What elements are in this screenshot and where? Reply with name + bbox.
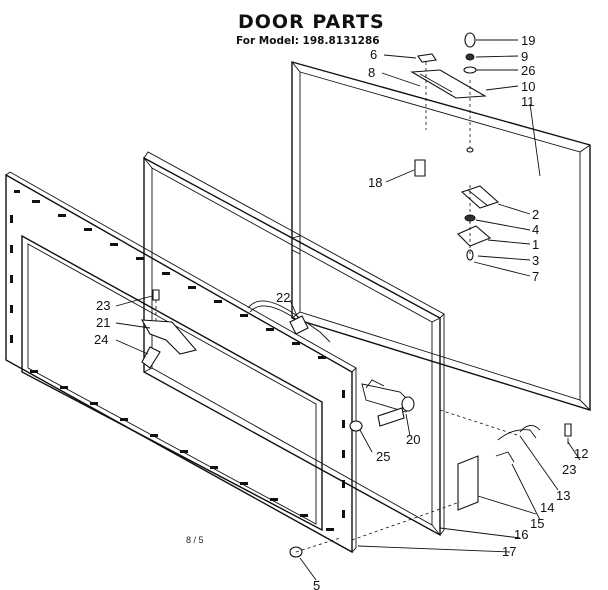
callout-24: 24 — [94, 332, 108, 347]
callout-16: 16 — [514, 527, 528, 542]
latch-lever — [141, 289, 197, 369]
door-outer-panel — [291, 61, 591, 411]
callout-11: 11 — [521, 94, 535, 109]
callout-7: 7 — [532, 269, 539, 284]
door-spring-and-rod — [247, 300, 331, 343]
model-number: For Model: 198.8131286 — [236, 35, 380, 47]
callout-10: 10 — [521, 79, 535, 94]
callout-4: 4 — [532, 222, 539, 237]
callout-13: 13 — [556, 488, 570, 503]
callout-3: 3 — [532, 253, 539, 268]
hinge-assembly-bottom — [457, 185, 500, 261]
callout-9: 9 — [521, 49, 528, 64]
assembly-guides — [295, 409, 521, 553]
callout-numbers: 19 9 26 10 11 6 8 18 2 4 1 3 7 22 23 21 … — [94, 33, 588, 590]
hinge-assembly-top — [410, 32, 487, 177]
callout-2: 2 — [532, 207, 539, 222]
callout-12: 12 — [574, 446, 588, 461]
interlock-switch — [349, 379, 415, 432]
door-inner-panel — [5, 171, 357, 554]
callout-19: 19 — [521, 33, 535, 48]
callout-25: 25 — [376, 449, 390, 464]
callout-21: 21 — [96, 315, 110, 330]
callout-26: 26 — [521, 63, 535, 78]
bottom-right-bracket — [289, 423, 572, 558]
callout-17: 17 — [502, 544, 516, 559]
callout-23-right: 23 — [562, 462, 576, 477]
callout-23-left: 23 — [96, 298, 110, 313]
callout-20: 20 — [406, 432, 420, 447]
callout-5: 5 — [313, 578, 320, 590]
callout-15: 15 — [530, 516, 544, 531]
callout-8: 8 — [368, 65, 375, 80]
callout-6: 6 — [370, 47, 377, 62]
callout-1: 1 — [532, 237, 539, 252]
door-frame — [143, 151, 445, 537]
callout-18: 18 — [368, 175, 382, 190]
callout-leaders — [115, 39, 581, 581]
page-mark: 8 / 5 — [186, 535, 204, 545]
diagram-title: DOOR PARTS — [238, 11, 385, 33]
callout-14: 14 — [540, 500, 554, 515]
callout-22: 22 — [276, 290, 290, 305]
